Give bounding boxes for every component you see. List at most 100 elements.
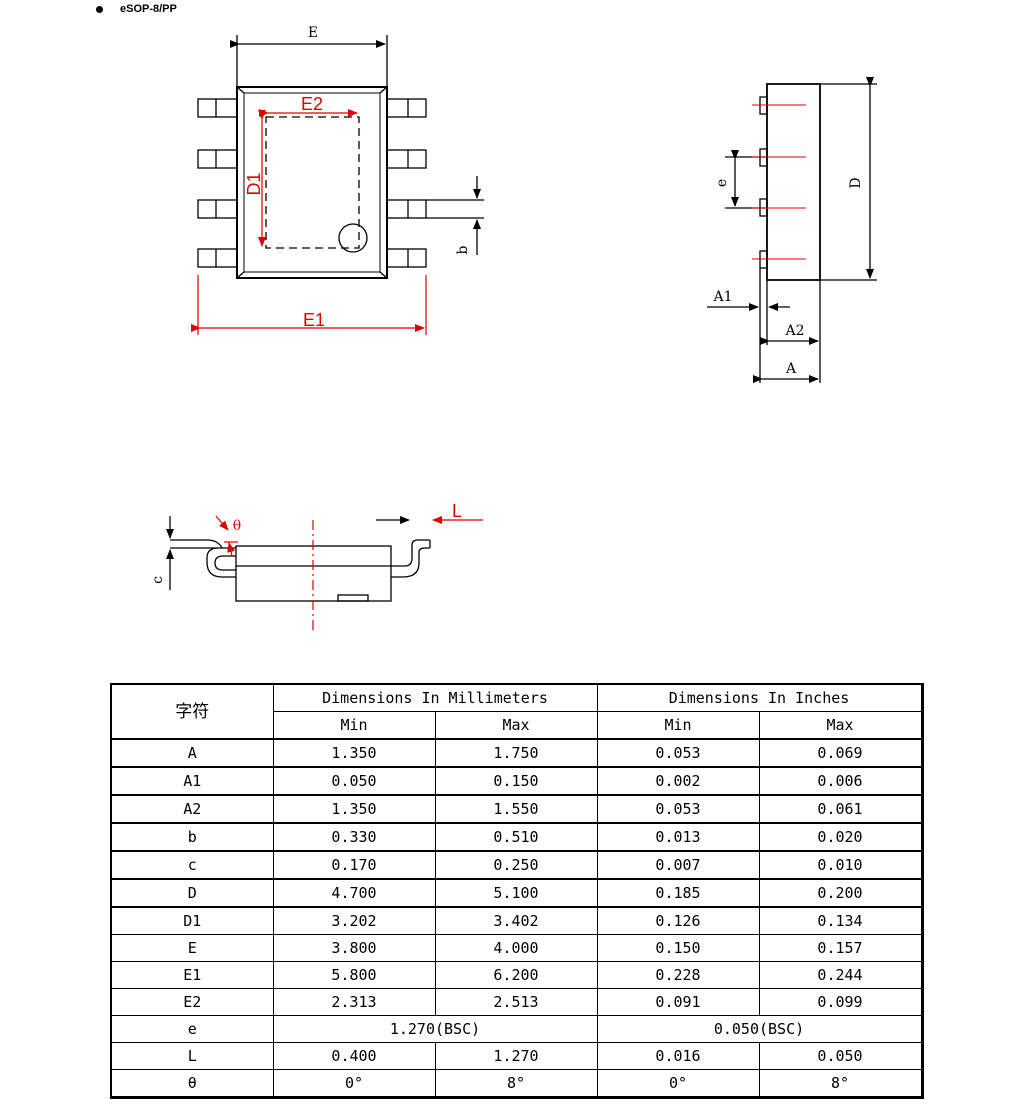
cell-symbol: D xyxy=(110,878,274,908)
cell-mm-max: 1.550 xyxy=(434,794,598,824)
heading-text: eSOP-8/PP xyxy=(120,3,177,15)
side-view-centerlines xyxy=(752,104,806,260)
cell-mm-min: 0° xyxy=(272,1069,436,1098)
cell-mm-max: 5.100 xyxy=(434,878,598,908)
cell-mm-max: 1.750 xyxy=(434,738,598,768)
table-row: L 0.400 1.270 0.016 0.050 xyxy=(110,1042,923,1070)
cell-in-min: 0.185 xyxy=(596,878,760,908)
cell-mm-max: 4.000 xyxy=(434,934,598,962)
cell-mm-min: 0.170 xyxy=(272,850,436,880)
table-row: c 0.170 0.250 0.007 0.010 xyxy=(110,850,923,880)
cell-in-max: 0.010 xyxy=(758,850,923,880)
package-drawings: E E2 D1 b E1 e D A1 A2 A xyxy=(150,25,877,630)
cell-symbol: A2 xyxy=(110,794,274,824)
label-theta: θ xyxy=(233,518,241,534)
header-mm-max: Max xyxy=(434,711,598,740)
cell-in-min: 0.053 xyxy=(596,794,760,824)
cell-symbol: E2 xyxy=(110,988,274,1016)
label-D1: D1 xyxy=(244,172,264,195)
header-group-mm: Dimensions In Millimeters xyxy=(272,683,598,712)
cell-mm-min: 1.350 xyxy=(272,794,436,824)
cell-mm-max: 6.200 xyxy=(434,961,598,989)
table-row: D 4.700 5.100 0.185 0.200 xyxy=(110,878,923,908)
cell-mm-min: 5.800 xyxy=(272,961,436,989)
cell-mm-min: 4.700 xyxy=(272,878,436,908)
label-A2: A2 xyxy=(784,323,804,339)
cell-in-max: 0.061 xyxy=(758,794,923,824)
label-A: A xyxy=(785,361,797,377)
cell-symbol: E1 xyxy=(110,961,274,989)
header-symbol: 字符 xyxy=(110,683,274,740)
label-D: D xyxy=(848,177,864,188)
cell-symbol: D1 xyxy=(110,906,274,935)
label-E2: E2 xyxy=(301,94,323,114)
top-view xyxy=(197,35,484,279)
cell-mm-max: 0.250 xyxy=(434,850,598,880)
cell-in-max: 0.134 xyxy=(758,906,923,935)
cell-in-max: 8° xyxy=(758,1069,923,1098)
cell-mm-max: 8° xyxy=(434,1069,598,1098)
table-row: b 0.330 0.510 0.013 0.020 xyxy=(110,822,923,852)
cell-mm-min: 0.050 xyxy=(272,766,436,796)
label-c: c xyxy=(150,576,166,584)
front-view-red xyxy=(215,515,483,630)
cell-symbol: L xyxy=(110,1042,274,1070)
cell-symbol: θ xyxy=(110,1069,274,1098)
cell-in-min: 0.053 xyxy=(596,738,760,768)
cell-symbol: A xyxy=(110,738,274,768)
cell-symbol: E xyxy=(110,934,274,962)
cell-mm-max: 1.270 xyxy=(434,1042,598,1070)
cell-mm-bsc: 1.270(BSC) xyxy=(272,1015,598,1043)
cell-mm-min: 1.350 xyxy=(272,738,436,768)
header-in-min: Min xyxy=(596,711,760,740)
top-view-red-dims xyxy=(191,109,427,335)
header-in-max: Max xyxy=(758,711,923,740)
cell-in-min: 0° xyxy=(596,1069,760,1098)
section-heading: eSOP-8/PP xyxy=(96,0,177,18)
cell-symbol: A1 xyxy=(110,766,274,796)
header-mm-min: Min xyxy=(272,711,436,740)
label-E1: E1 xyxy=(303,310,325,330)
cell-in-max: 0.200 xyxy=(758,878,923,908)
cell-in-min: 0.150 xyxy=(596,934,760,962)
table-row: θ 0° 8° 0° 8° xyxy=(110,1069,923,1098)
label-E: E xyxy=(308,25,318,41)
cell-mm-min: 3.202 xyxy=(272,906,436,935)
label-b: b xyxy=(455,245,471,254)
table-row: D1 3.202 3.402 0.126 0.134 xyxy=(110,906,923,935)
cell-mm-max: 0.150 xyxy=(434,766,598,796)
cell-mm-max: 0.510 xyxy=(434,822,598,852)
cell-in-max: 0.006 xyxy=(758,766,923,796)
cell-in-min: 0.126 xyxy=(596,906,760,935)
cell-in-min: 0.013 xyxy=(596,822,760,852)
cell-in-max: 0.099 xyxy=(758,988,923,1016)
table-row: E1 5.800 6.200 0.228 0.244 xyxy=(110,961,923,989)
cell-symbol: c xyxy=(110,850,274,880)
label-e: e xyxy=(714,179,730,187)
header-group-in: Dimensions In Inches xyxy=(596,683,923,712)
cell-in-max: 0.020 xyxy=(758,822,923,852)
cell-in-max: 0.244 xyxy=(758,961,923,989)
cell-in-min: 0.002 xyxy=(596,766,760,796)
cell-in-min: 0.016 xyxy=(596,1042,760,1070)
dimensions-table: 字符 Dimensions In Millimeters Dimensions … xyxy=(110,683,924,1099)
bullet-icon xyxy=(96,5,103,13)
cell-symbol: e xyxy=(110,1015,274,1043)
cell-mm-min: 2.313 xyxy=(272,988,436,1016)
cell-in-max: 0.069 xyxy=(758,738,923,768)
cell-in-max: 0.157 xyxy=(758,934,923,962)
cell-in-min: 0.007 xyxy=(596,850,760,880)
cell-in-min: 0.091 xyxy=(596,988,760,1016)
cell-mm-max: 3.402 xyxy=(434,906,598,935)
label-A1: A1 xyxy=(712,289,732,305)
label-L: L xyxy=(452,501,462,521)
cell-mm-min: 0.400 xyxy=(272,1042,436,1070)
table-row: E2 2.313 2.513 0.091 0.099 xyxy=(110,988,923,1016)
cell-mm-max: 2.513 xyxy=(434,988,598,1016)
cell-in-min: 0.228 xyxy=(596,961,760,989)
table-row: E 3.800 4.000 0.150 0.157 xyxy=(110,934,923,962)
table-row: A 1.350 1.750 0.053 0.069 xyxy=(110,738,923,768)
table-row: e 1.270(BSC) 0.050(BSC) xyxy=(110,1015,923,1043)
table-row: A1 0.050 0.150 0.002 0.006 xyxy=(110,766,923,796)
cell-in-bsc: 0.050(BSC) xyxy=(596,1015,923,1043)
